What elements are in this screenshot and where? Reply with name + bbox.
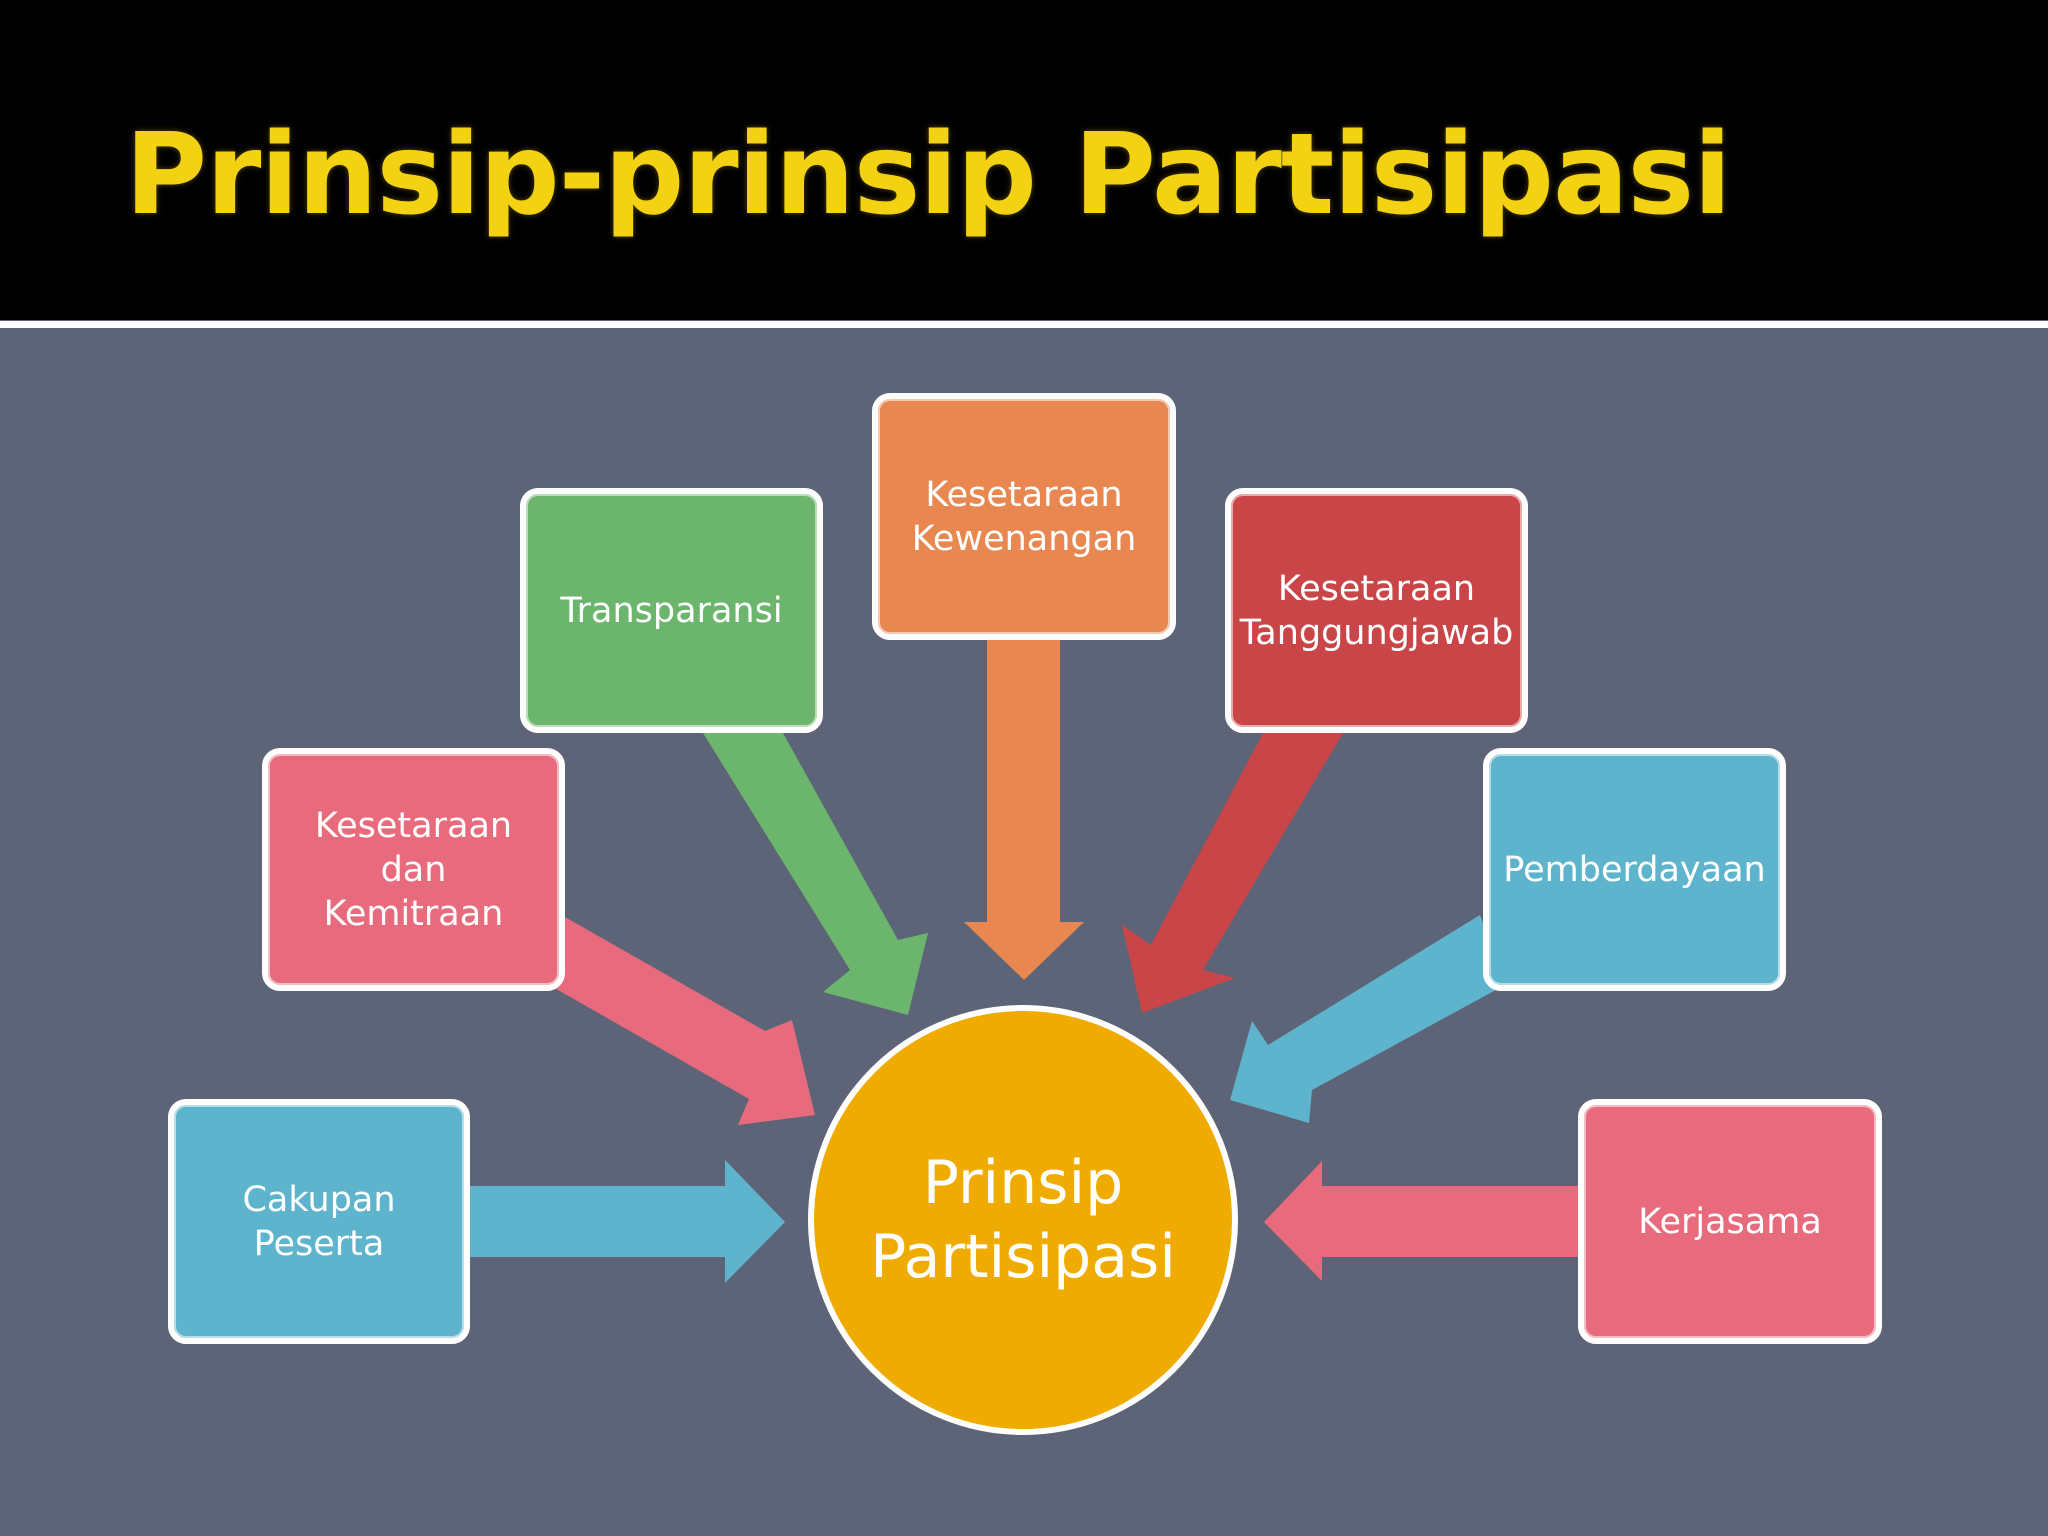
node-label: Kesetaraan dan Kemitraan [314, 805, 513, 934]
node-label: Cakupan Peserta [242, 1179, 396, 1264]
arrow-kesetaraan-tanggungjawab [1122, 733, 1343, 1013]
slide-title: Prinsip-prinsip Partisipasi [125, 110, 1732, 240]
node-label: Kesetaraan Tanggungjawab [1239, 568, 1514, 653]
node-label: Pemberdayaan [1503, 849, 1766, 890]
node-label: Transparansi [560, 590, 783, 631]
node-label: Kesetaraan Kewenangan [911, 474, 1137, 559]
arrow-kerjasama [1264, 1161, 1578, 1281]
node-pemberdayaan: Pemberdayaan [1483, 748, 1786, 991]
node-transparansi: Transparansi [520, 488, 823, 733]
node-kesetaraan-kewenangan: Kesetaraan Kewenangan [872, 393, 1176, 640]
title-bar: Prinsip-prinsip Partisipasi [0, 0, 2048, 320]
node-kesetaraan-tanggungjawab: Kesetaraan Tanggungjawab [1225, 488, 1528, 733]
center-label: Prinsip Partisipasi [870, 1148, 1176, 1292]
arrow-kesetaraan-kewenangan [964, 640, 1084, 980]
node-label: Kerjasama [1638, 1201, 1822, 1242]
arrow-kesetaraan-dan-kemitraan [537, 917, 815, 1125]
arrow-cakupan-peserta [470, 1160, 785, 1283]
center-node-prinsip-partisipasi: Prinsip Partisipasi [808, 1005, 1238, 1435]
node-cakupan-peserta: Cakupan Peserta [168, 1099, 470, 1344]
arrow-transparansi [703, 733, 928, 1015]
node-kerjasama: Kerjasama [1578, 1099, 1882, 1344]
title-divider [0, 321, 2048, 328]
arrow-pemberdayaan [1230, 915, 1505, 1123]
node-kesetaraan-dan-kemitraan: Kesetaraan dan Kemitraan [262, 748, 565, 991]
